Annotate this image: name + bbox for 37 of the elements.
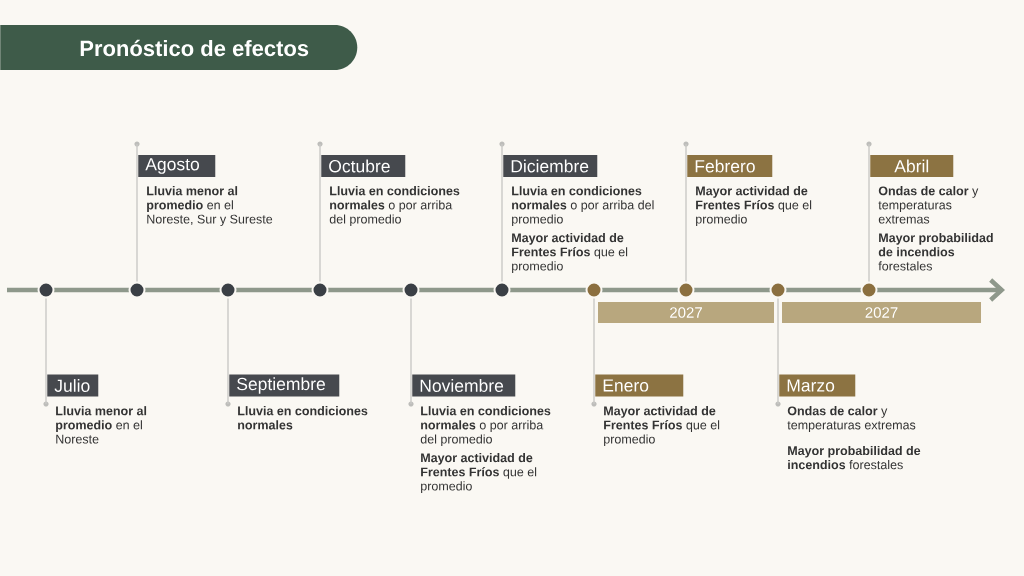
month-tag: Diciembre: [503, 155, 598, 177]
month-tag: Noviembre: [412, 374, 516, 397]
leader-line: [410, 297, 412, 405]
description-text: Lluvia menor al promedio en el Noreste: [56, 406, 147, 444]
description-text: Mayor actividad de Frentes Fríos que el promedio: [512, 233, 628, 273]
leader-line: [45, 297, 47, 405]
description-text: Mayor actividad de Frentes Fríos que el promedio: [421, 453, 537, 493]
leader-line: [593, 297, 595, 405]
month-tag: Septiembre: [229, 374, 340, 397]
year-bar: 2027: [782, 302, 981, 323]
description-text: Mayor probabilidad de incendios forestales: [788, 445, 921, 470]
month-tag: Agosto: [138, 155, 216, 177]
leader-line: [868, 143, 870, 283]
title-banner: Pronóstico de efectos: [0, 25, 358, 70]
leader-line: [501, 143, 503, 283]
description-text: Lluvia en condiciones normales o por arriba del promedio: [512, 186, 654, 227]
description-text: Lluvia menor al promedio en el Noreste, Sur y Sureste: [147, 186, 273, 227]
month-tag: Enero: [595, 374, 684, 397]
leader-line: [319, 143, 321, 283]
leader-line: [227, 297, 229, 405]
month-tag: Marzo: [779, 374, 856, 397]
description-text: Mayor probabilidad de incendios forestales: [878, 233, 993, 271]
month-tag: Abril: [870, 155, 954, 177]
description-text: Ondas de calor y temperaturas extremas: [878, 186, 979, 224]
leader-line: [136, 143, 138, 283]
description-text: Ondas de calor y temperaturas extremas: [787, 406, 916, 432]
leader-line: [777, 297, 779, 405]
month-tag: Julio: [47, 374, 99, 397]
description-text: Lluvia en condiciones normales o por arriba del promedio: [329, 186, 460, 227]
description-text: Mayor actividad de Frentes Fríos que el promedio: [604, 406, 720, 447]
year-bar: 2027: [598, 302, 774, 323]
description-text: Lluvia en condiciones normales o por arriba del promedio: [420, 406, 551, 447]
month-tag: Febrero: [687, 155, 773, 177]
description-text: Mayor actividad de Frentes Fríos que el promedio: [696, 186, 812, 227]
leader-line: [685, 143, 687, 283]
month-tag: Octubre: [321, 155, 406, 177]
description-text: Lluvia en condiciones normales: [238, 406, 368, 430]
